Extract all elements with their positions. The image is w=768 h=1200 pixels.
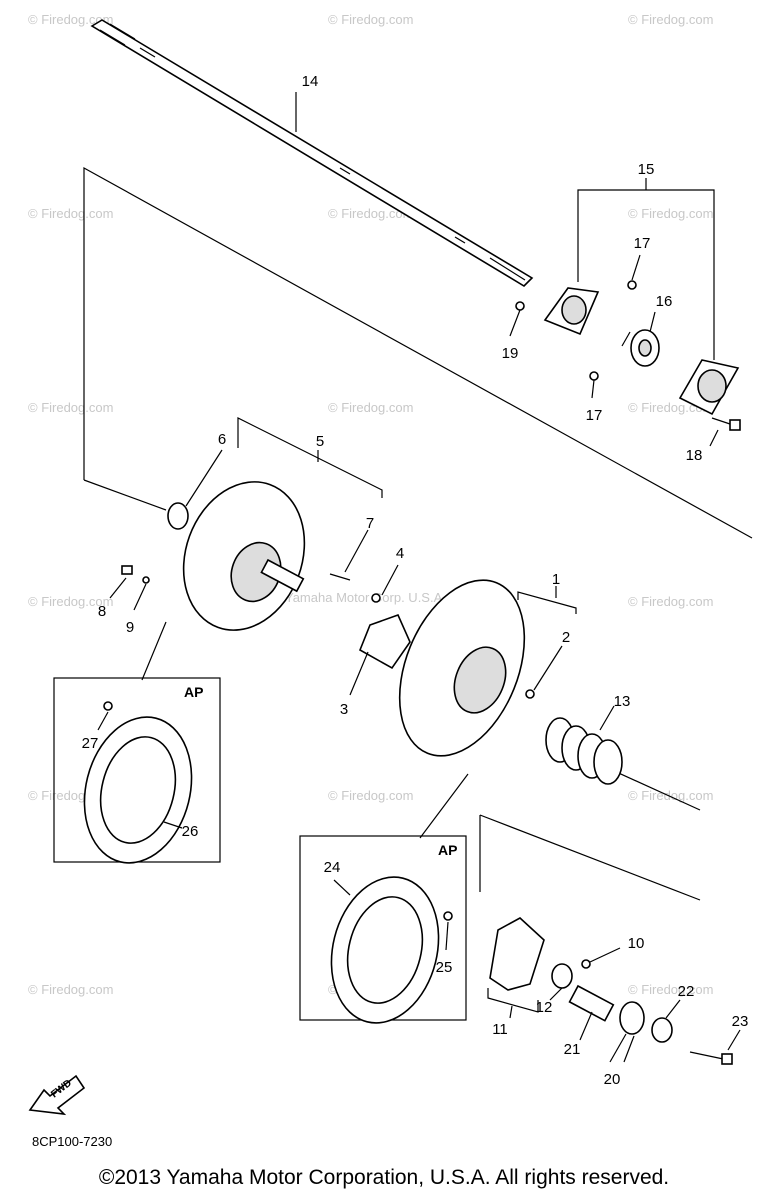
callout-25: 25: [436, 959, 453, 976]
callout-10: 10: [628, 935, 645, 952]
callout-20: 20: [604, 1071, 621, 1088]
watermark: © Firedog.com: [328, 206, 413, 221]
plate-part-3: [358, 613, 411, 670]
bearing-part-16: [621, 311, 660, 367]
callout-24: 24: [324, 859, 341, 876]
cam-part-11: [489, 917, 545, 991]
watermark: © Firedog.com: [628, 12, 713, 27]
callout-17-top: 17: [634, 235, 651, 252]
watermark: © Firedog.com: [28, 400, 113, 415]
callout-12: 12: [536, 999, 553, 1016]
callout-14: 14: [302, 73, 319, 90]
sheave-part-1: [398, 579, 526, 757]
bushing-part-12: [551, 963, 573, 989]
watermark: © Firedog.com: [28, 206, 113, 221]
seal-part-6: [167, 502, 189, 530]
watermark: © Firedog.com: [328, 12, 413, 27]
callout-27: 27: [82, 735, 99, 752]
callout-11: 11: [492, 1021, 508, 1038]
copyright-notice: ©2013 Yamaha Motor Corporation, U.S.A. A…: [98, 1166, 670, 1189]
watermark: © Firedog.com: [628, 594, 713, 609]
watermark: © Firedog.com: [628, 206, 713, 221]
watermark: © Firedog.com: [28, 982, 113, 997]
watermark: © Firedog.com: [328, 788, 413, 803]
pin-part-7: [329, 573, 351, 581]
callout-23: 23: [732, 1013, 749, 1030]
washer-part-9: [142, 576, 150, 584]
ap-label-left: AP: [184, 684, 203, 700]
bolt-part-2: [525, 689, 535, 699]
fwd-arrow-icon: FWD: [28, 1074, 86, 1116]
callout-16: 16: [656, 293, 673, 310]
bolt-part-4: [371, 593, 381, 603]
watermark: © Firedog.com: [628, 788, 713, 803]
callout-7: 7: [366, 515, 374, 532]
callout-22: 22: [678, 983, 695, 1000]
callout-19: 19: [502, 345, 519, 362]
screw-part-25: [443, 911, 453, 921]
callout-13: 13: [614, 693, 631, 710]
callout-3: 3: [340, 701, 348, 718]
callout-15: 15: [638, 161, 655, 178]
callout-5: 5: [316, 433, 324, 450]
callout-6: 6: [218, 431, 226, 448]
callout-2: 2: [562, 629, 570, 646]
ap-label-right: AP: [438, 842, 457, 858]
washer-part-22: [651, 1017, 673, 1043]
bolt-part-18: [709, 417, 741, 447]
callout-17-bottom: 17: [586, 407, 603, 424]
callout-4: 4: [396, 545, 404, 562]
nut-part-17a: [627, 280, 637, 290]
callout-21: 21: [564, 1041, 581, 1058]
watermark-center: Yamaha Motor Corp. U.S.A.: [285, 590, 446, 605]
nut-part-10: [581, 959, 591, 969]
callout-1: 1: [552, 571, 560, 588]
callout-9: 9: [126, 619, 134, 636]
assembly-lines: [83, 166, 753, 901]
ap-box-left: AP: [53, 621, 221, 864]
drawing-code: 8CP100-7230: [32, 1134, 112, 1149]
nut-part-19: [515, 301, 525, 311]
collar-part-21: [568, 984, 615, 1022]
nut-part-17b: [589, 371, 599, 381]
callout-labels: 1 2 3 4 5 6 7 8 9 10 11 12 13 14 15 16 1…: [82, 73, 749, 1088]
watermark: © Firedog.com: [28, 12, 113, 27]
screw-part-27: [103, 701, 113, 711]
flange-part-15: [543, 287, 740, 416]
callout-18: 18: [686, 447, 703, 464]
sheave-part-5: [182, 481, 306, 631]
spring-part-13: [545, 705, 623, 785]
ap-box-right: AP: [299, 773, 469, 1024]
watermark-layer: © Firedog.com © Firedog.com © Firedog.co…: [28, 12, 713, 997]
shaft-part-14: [90, 19, 534, 288]
watermark: © Firedog.com: [28, 594, 113, 609]
bolt-part-8: [121, 565, 133, 575]
washer-part-20: [619, 1001, 645, 1035]
callout-8: 8: [98, 603, 106, 620]
callout-26: 26: [182, 823, 199, 840]
watermark: © Firedog.com: [628, 982, 713, 997]
watermark: © Firedog.com: [328, 400, 413, 415]
